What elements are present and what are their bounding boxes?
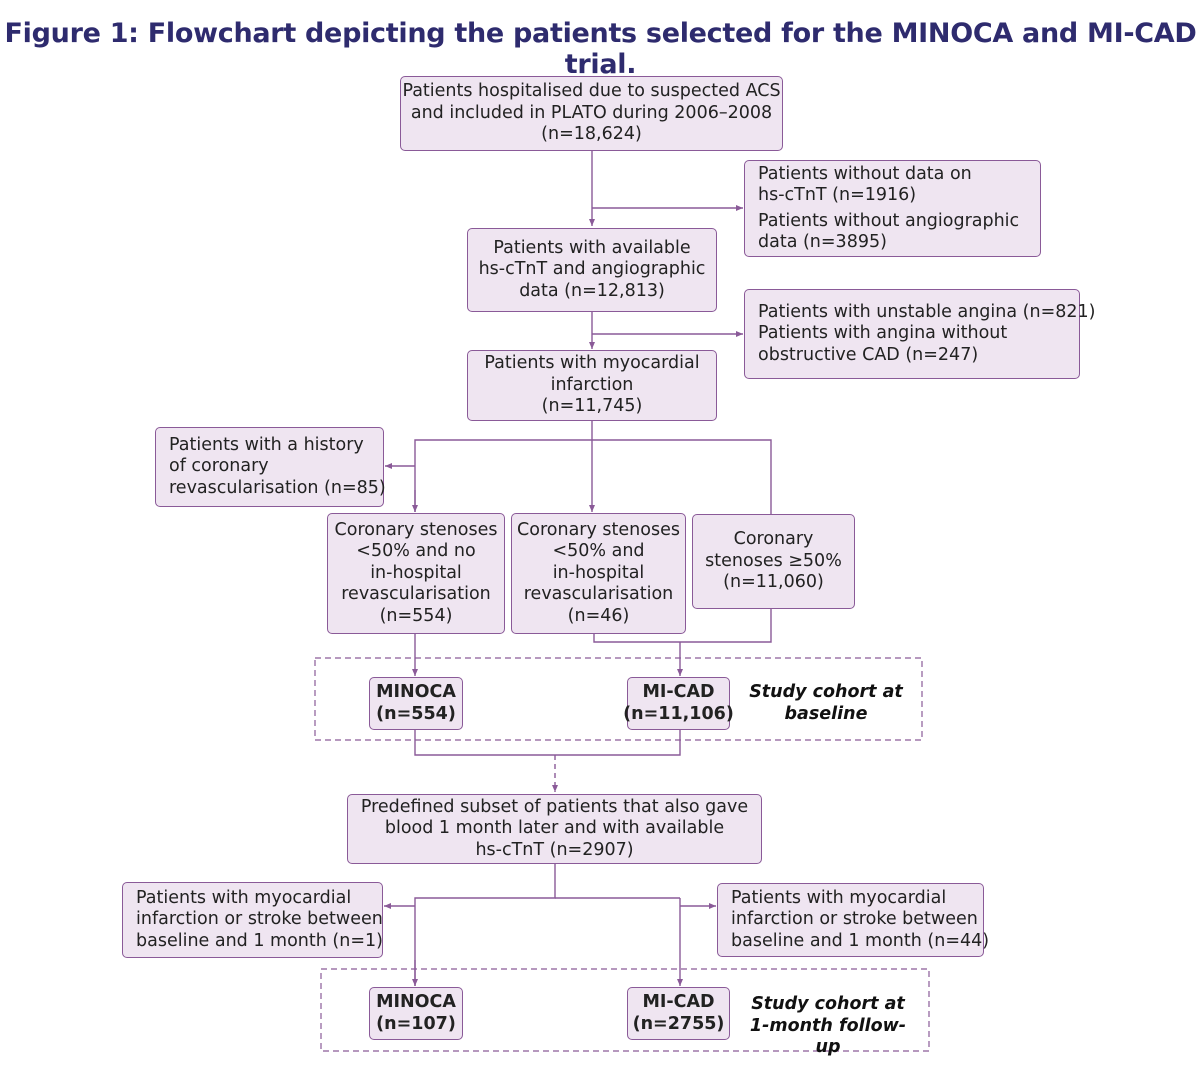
box-myocardial-infarction: Patients with myocardial infarction (n=1… xyxy=(467,350,717,421)
connector-cohort-join xyxy=(414,730,681,756)
box-excluded-angina: Patients with unstable angina (n=821) Pa… xyxy=(744,289,1095,379)
box-history-revascularisation: Patients with a history of coronary reva… xyxy=(155,427,386,507)
box-micad-baseline: MI-CAD (n=11,106) xyxy=(623,677,734,730)
box-stenoses-revasc: Coronary stenoses <50% and in-hospital r… xyxy=(511,513,686,634)
box-minoca-baseline: MINOCA (n=554) xyxy=(369,677,463,730)
baseline-cohort-frame xyxy=(314,657,923,741)
box-minoca-followup: MINOCA (n=107) xyxy=(369,987,463,1040)
box-excluded-missing-data: Patients without data on hs-cTnT (n=1916… xyxy=(744,160,1041,257)
box-available-data: Patients with available hs-cTnT and angi… xyxy=(467,228,717,312)
connector-stenBC-micad xyxy=(593,609,772,643)
box-stenoses-no-revasc: Coronary stenoses <50% and no in-hospita… xyxy=(327,513,505,634)
label-study-cohort-baseline: Study cohort at baseline xyxy=(749,682,903,724)
figure-title: Figure 1: Flowchart depicting the patien… xyxy=(4,18,1197,80)
box-micad-followup: MI-CAD (n=2755) xyxy=(627,987,730,1040)
label-study-cohort-followup: Study cohort at 1-month follow-up xyxy=(749,994,907,1057)
box-plato-patients: Patients hospitalised due to suspected A… xyxy=(400,76,783,151)
box-predefined-subset: Predefined subset of patients that also … xyxy=(347,794,762,864)
box-excluded-events-micad: Patients with myocardial infarction or s… xyxy=(717,883,989,957)
box-stenoses-50-plus: Coronary stenoses ≥50% (n=11,060) xyxy=(692,514,855,609)
connector-split-bar xyxy=(414,439,772,514)
followup-cohort-frame xyxy=(320,968,930,1052)
box-excluded-events-minoca: Patients with myocardial infarction or s… xyxy=(122,882,383,958)
connector-subset-split xyxy=(414,864,556,986)
